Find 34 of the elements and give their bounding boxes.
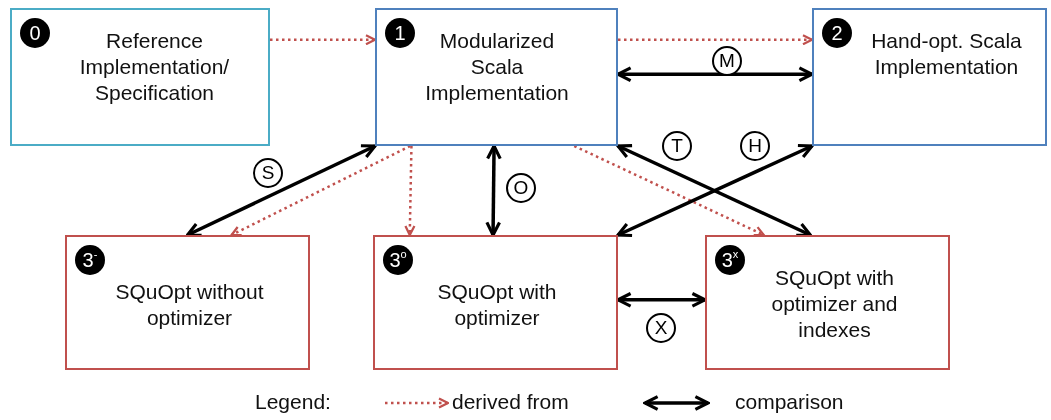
box-label: SQuOpt with optimizer [436, 279, 558, 331]
box-label: Modularized Scala Implementation [424, 28, 570, 106]
box-label: SQuOpt with optimizer and indexes [770, 265, 899, 343]
dashed-arrow [573, 144, 765, 237]
dashed-arrow [270, 34, 377, 46]
dashed-arrow [618, 34, 814, 46]
dashed-arrow [230, 144, 411, 237]
number-badge: 3$^{-}$ [75, 245, 105, 275]
edge-label: T [662, 131, 692, 161]
process-box [65, 235, 310, 370]
dashed-arrow [404, 145, 416, 237]
process-box [812, 8, 1047, 146]
process-box [373, 235, 618, 370]
legend-label: comparison [735, 390, 844, 414]
edge-label: O [506, 173, 536, 203]
process-box [10, 8, 270, 146]
number-badge: 1 [385, 18, 415, 48]
process-box [705, 235, 950, 370]
box-label: Reference Implementation/ Specification [78, 28, 231, 106]
double-arrow [485, 144, 502, 237]
number-badge: 2 [822, 18, 852, 48]
number-badge: 3$^{x}$ [715, 245, 745, 275]
box-label: Hand-opt. Scala Implementation [870, 28, 1023, 80]
edge-label: S [253, 158, 283, 188]
double-arrow [185, 144, 377, 237]
edge-label: M [712, 46, 742, 76]
process-box [375, 8, 618, 146]
edge-label: X [646, 313, 676, 343]
number-badge: 0 [20, 18, 50, 48]
legend-label: derived from [452, 390, 569, 414]
box-label: SQuOpt without optimizer [114, 279, 265, 331]
number-badge: 3$^{o}$ [383, 245, 413, 275]
legend-title: Legend: [255, 390, 331, 414]
edge-label: H [740, 131, 770, 161]
